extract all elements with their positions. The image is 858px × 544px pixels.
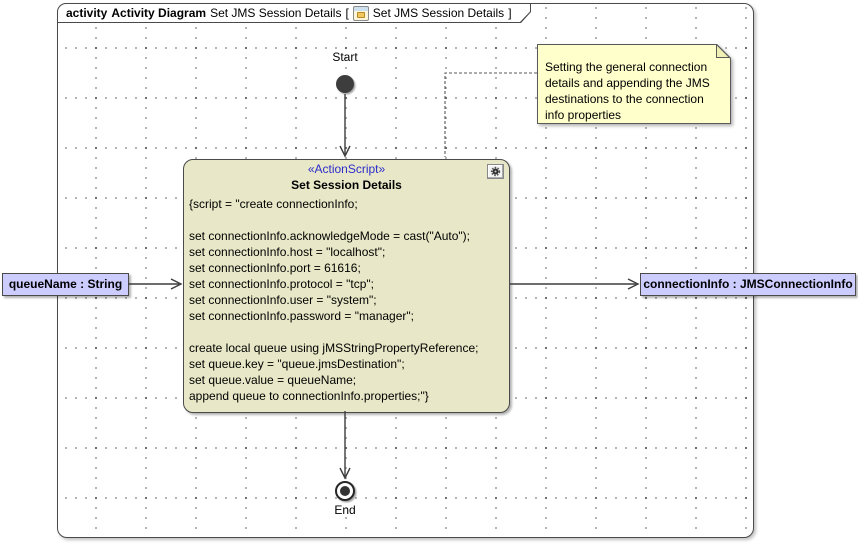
script-line	[189, 324, 505, 340]
frame-diagram-name: Set JMS Session Details	[210, 6, 342, 20]
note-fold-corner	[716, 44, 731, 58]
frame-title-tab[interactable]: activity Activity Diagram Set JMS Sessio…	[57, 3, 531, 23]
start-node-label: Start	[332, 50, 358, 64]
script-line: set connectionInfo.protocol = "tcp";	[189, 277, 374, 291]
action-script-body: {script = "create connectionInfo; set co…	[184, 194, 509, 404]
start-node[interactable]	[336, 75, 354, 93]
script-line: create local queue using jMSStringProper…	[189, 341, 479, 355]
note-comment[interactable]: Setting the general connection details a…	[537, 44, 731, 124]
end-node[interactable]	[335, 481, 355, 501]
end-node-label: End	[334, 503, 356, 517]
script-line: set connectionInfo.port = 61616;	[189, 261, 361, 275]
frame-kind-keyword: activity	[66, 6, 108, 20]
behavior-gear-icon[interactable]	[487, 164, 504, 179]
frame-type-label: Activity Diagram	[111, 6, 207, 20]
activity-diagram-icon	[353, 6, 369, 21]
end-node-inner-dot	[340, 486, 350, 496]
script-line: set connectionInfo.acknowledgeMode = cas…	[189, 229, 471, 243]
input-pin-queue-name[interactable]: queueName : String	[2, 273, 129, 296]
script-line: {script = "create connectionInfo;	[189, 197, 358, 211]
action-name: Set Session Details	[291, 178, 402, 192]
script-line: set connectionInfo.user = "system";	[189, 293, 377, 307]
action-stereotype: «ActionScript»	[307, 162, 386, 176]
script-line: set connectionInfo.host = "localhost";	[189, 245, 386, 259]
frame-context-open-bracket: [	[345, 6, 349, 20]
note-text: Setting the general connection details a…	[538, 45, 730, 123]
script-line: set connectionInfo.password = "manager";	[189, 309, 414, 323]
output-pin-connection-info[interactable]: connectionInfo : JMSConnectionInfo	[640, 273, 856, 296]
frame-title-tab-content: activity Activity Diagram Set JMS Sessio…	[58, 4, 530, 22]
frame-context-name: Set JMS Session Details	[372, 6, 505, 20]
action-node-set-session-details[interactable]: «ActionScript» Set Session Details {scri…	[183, 159, 510, 413]
script-line: set queue.key = "queue.jmsDestination";	[189, 357, 405, 371]
script-line: set queue.value = queueName;	[189, 373, 357, 387]
script-line	[189, 212, 505, 228]
frame-context-close-bracket: ]	[508, 6, 512, 20]
script-line: append queue to connectionInfo.propertie…	[189, 389, 429, 403]
